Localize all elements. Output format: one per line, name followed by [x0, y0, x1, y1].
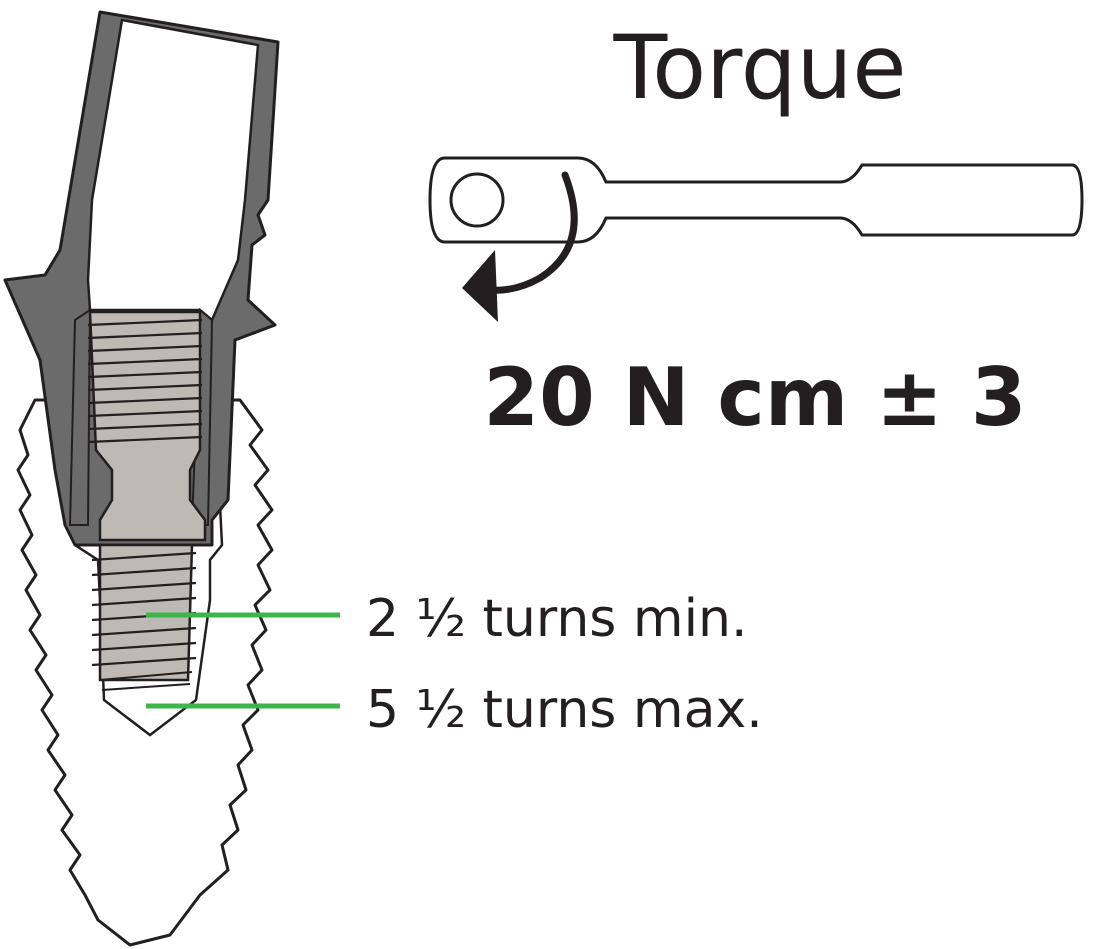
screw-shank-threads — [91, 551, 197, 667]
rotation-arrowhead — [462, 250, 498, 322]
rotation-arrow-arc — [486, 171, 578, 294]
screw-head-threads — [87, 318, 203, 444]
implant-internal-threads — [99, 671, 193, 691]
max-turns-label: 5 ½ turns max. — [366, 680, 763, 740]
counterclockwise-arrow-icon — [462, 171, 578, 322]
wrench-outline — [428, 156, 1084, 244]
torque-value: 20 N cm ± 3 — [483, 351, 1026, 444]
leader-lines — [146, 612, 340, 709]
abutment-screw — [87, 310, 207, 691]
min-turns-label: 2 ½ turns min. — [366, 589, 748, 649]
torque-title: Torque — [612, 16, 906, 119]
wrench-icon — [428, 156, 1084, 244]
wrench-socket — [449, 172, 505, 228]
abutment-inner-wall — [68, 308, 92, 526]
abutment-channel — [86, 18, 260, 323]
abutment — [3, 10, 280, 547]
